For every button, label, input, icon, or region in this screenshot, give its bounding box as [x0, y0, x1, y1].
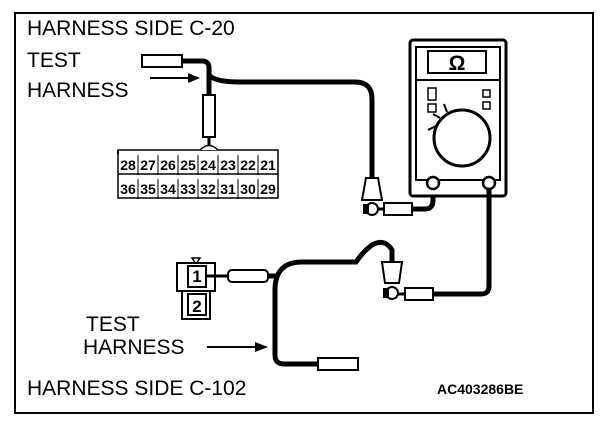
pin-label-23: 23	[220, 157, 236, 173]
c102-pin-label-1: 1	[192, 267, 201, 286]
pin-label-24: 24	[200, 157, 216, 173]
figure-code: AC403286BE	[437, 381, 524, 397]
pin-label-33: 33	[180, 181, 196, 197]
test-harness-label-top-line1: TEST	[27, 49, 81, 72]
pin-label-25: 25	[180, 157, 196, 173]
connector-c102-pins: 12	[192, 267, 201, 316]
pin-label-26: 26	[160, 157, 176, 173]
diagram-frame	[14, 12, 594, 414]
arrow-top-harness	[150, 73, 200, 83]
ohmmeter-dial	[432, 108, 492, 168]
pin-label-34: 34	[160, 181, 176, 197]
pin-label-32: 32	[200, 181, 216, 197]
title-harness-side-c102: HARNESS SIDE C-102	[27, 377, 247, 400]
pin-label-22: 22	[240, 157, 256, 173]
ohmmeter-terminal-right	[481, 175, 497, 191]
arrow-bottom-harness	[207, 342, 268, 352]
ohmmeter-terminal-left	[425, 175, 441, 191]
title-harness-side-c20: HARNESS SIDE C-20	[27, 17, 235, 40]
pin-label-21: 21	[260, 157, 276, 173]
ohmmeter: Ω	[408, 38, 508, 198]
pin-label-28: 28	[120, 157, 136, 173]
ohmmeter-display	[427, 50, 487, 74]
pin-label-36: 36	[120, 181, 136, 197]
c102-pin-label-2: 2	[192, 297, 201, 316]
pin-label-31: 31	[220, 181, 236, 197]
ohm-symbol: Ω	[449, 52, 466, 75]
test-harness-top	[141, 54, 436, 216]
test-harness-label-top-line2: HARNESS	[27, 79, 129, 102]
pin-label-35: 35	[140, 181, 156, 197]
pin-label-27: 27	[140, 157, 156, 173]
connector-c102: 12	[176, 257, 278, 320]
test-harness-label-bottom-line1: TEST	[86, 313, 140, 336]
pin-label-30: 30	[240, 181, 256, 197]
pin-label-29: 29	[260, 181, 276, 197]
test-harness-label-bottom-line2: HARNESS	[83, 336, 185, 359]
meter-lead-bottom	[272, 189, 492, 371]
